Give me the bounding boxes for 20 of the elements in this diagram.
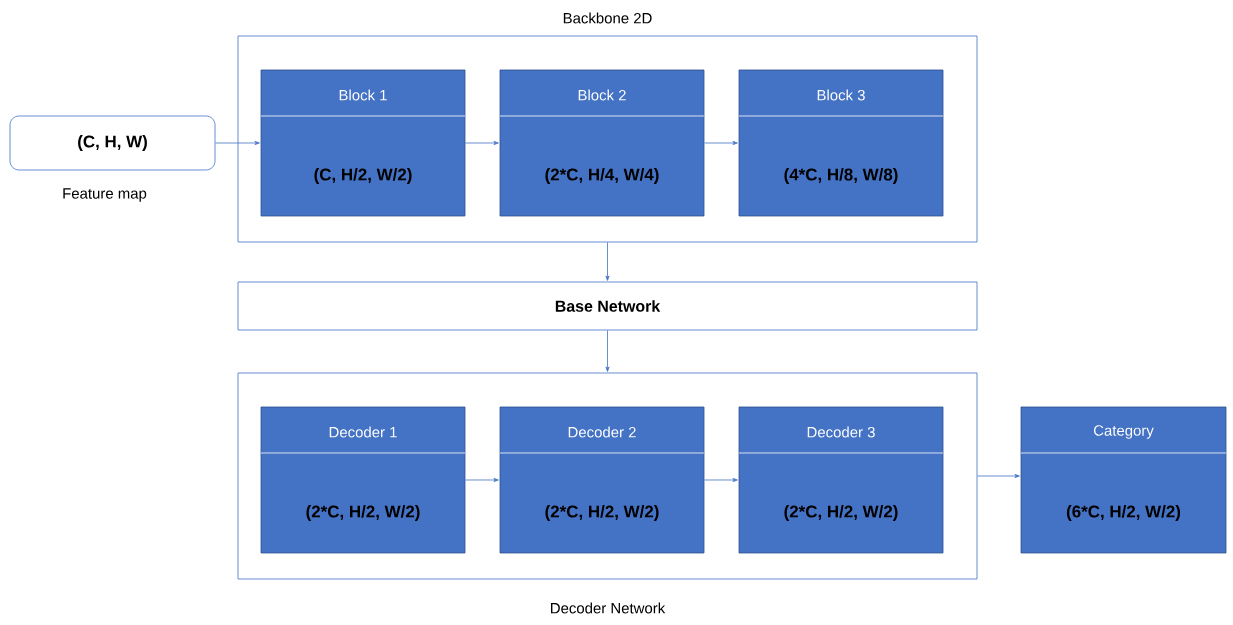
- arrow: [465, 141, 499, 145]
- block-box: Block 2 (2*C, H/4, W/4): [499, 69, 705, 217]
- node-label: Decoder Network: [551, 602, 666, 614]
- arrow: [215, 141, 260, 145]
- arrow: [977, 474, 1020, 478]
- block-box: Decoder 2 (2*C, H/2, W/2): [499, 406, 705, 554]
- block-box: Block 3 (4*C, H/8, W/8): [738, 69, 944, 217]
- arrow: [465, 478, 499, 482]
- caption-text: Feature map: [63, 188, 147, 202]
- arrow: [605, 330, 610, 372]
- block-box: Decoder 3 (2*C, H/2, W/2): [738, 406, 944, 554]
- node-label: Backbone 2D: [563, 12, 652, 24]
- arrow: [704, 478, 738, 482]
- arrow: [704, 141, 738, 145]
- block-box: Decoder 1 (2*C, H/2, W/2): [260, 406, 466, 554]
- input-box: (C, H, W): [9, 115, 216, 171]
- arrow: [605, 242, 610, 281]
- network-bar: Base Network: [237, 281, 978, 331]
- block-box: Category (6*C, H/2, W/2): [1020, 406, 1227, 554]
- block-box: Block 1 (C, H/2, W/2): [260, 69, 466, 217]
